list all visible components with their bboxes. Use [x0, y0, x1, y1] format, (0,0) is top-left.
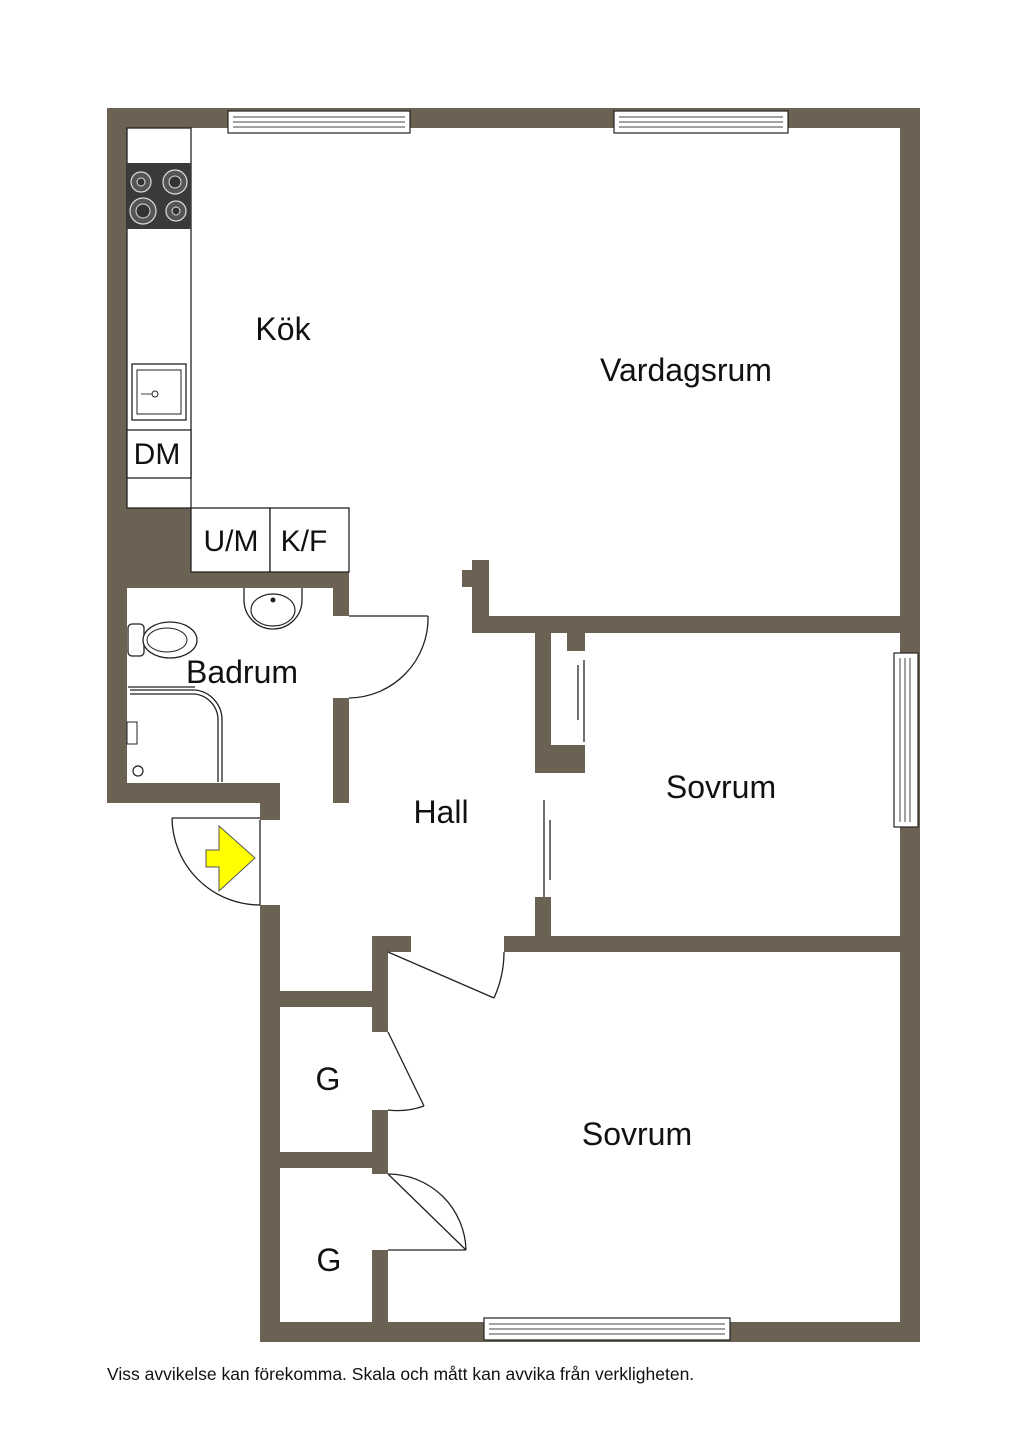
disclaimer-text: Viss avvikelse kan förekomma. Skala och … — [107, 1364, 695, 1384]
kitchen-fixtures: DM U/M K/F — [126, 127, 350, 573]
stove-icon — [127, 163, 191, 229]
room-label-kitchen: Kök — [255, 311, 311, 347]
fridge-freezer-label: K/F — [281, 525, 328, 558]
room-label-closet-1: G — [316, 1061, 341, 1097]
toilet-icon — [127, 621, 198, 659]
room-label-living-room: Vardagsrum — [600, 352, 772, 388]
oven-microwave-label: U/M — [204, 525, 259, 558]
dishwasher-label: DM — [134, 438, 181, 471]
room-labels: Kök Vardagsrum Badrum Hall Sovrum Sovrum… — [186, 311, 776, 1278]
doors — [171, 615, 585, 1251]
room-label-bathroom: Badrum — [186, 654, 298, 690]
room-label-bedroom-1: Sovrum — [666, 769, 776, 805]
bathroom-fixtures — [126, 588, 303, 782]
interior-walls — [127, 508, 900, 1340]
windows — [227, 110, 919, 1341]
room-label-closet-2: G — [317, 1242, 342, 1278]
kitchen-sink-icon — [131, 363, 187, 421]
shower-icon — [126, 686, 223, 782]
room-label-bedroom-2: Sovrum — [582, 1116, 692, 1152]
room-label-hall: Hall — [413, 794, 468, 830]
washbasin-icon — [243, 588, 303, 630]
outer-walls — [107, 108, 920, 1342]
entrance-arrow-icon — [205, 824, 256, 893]
